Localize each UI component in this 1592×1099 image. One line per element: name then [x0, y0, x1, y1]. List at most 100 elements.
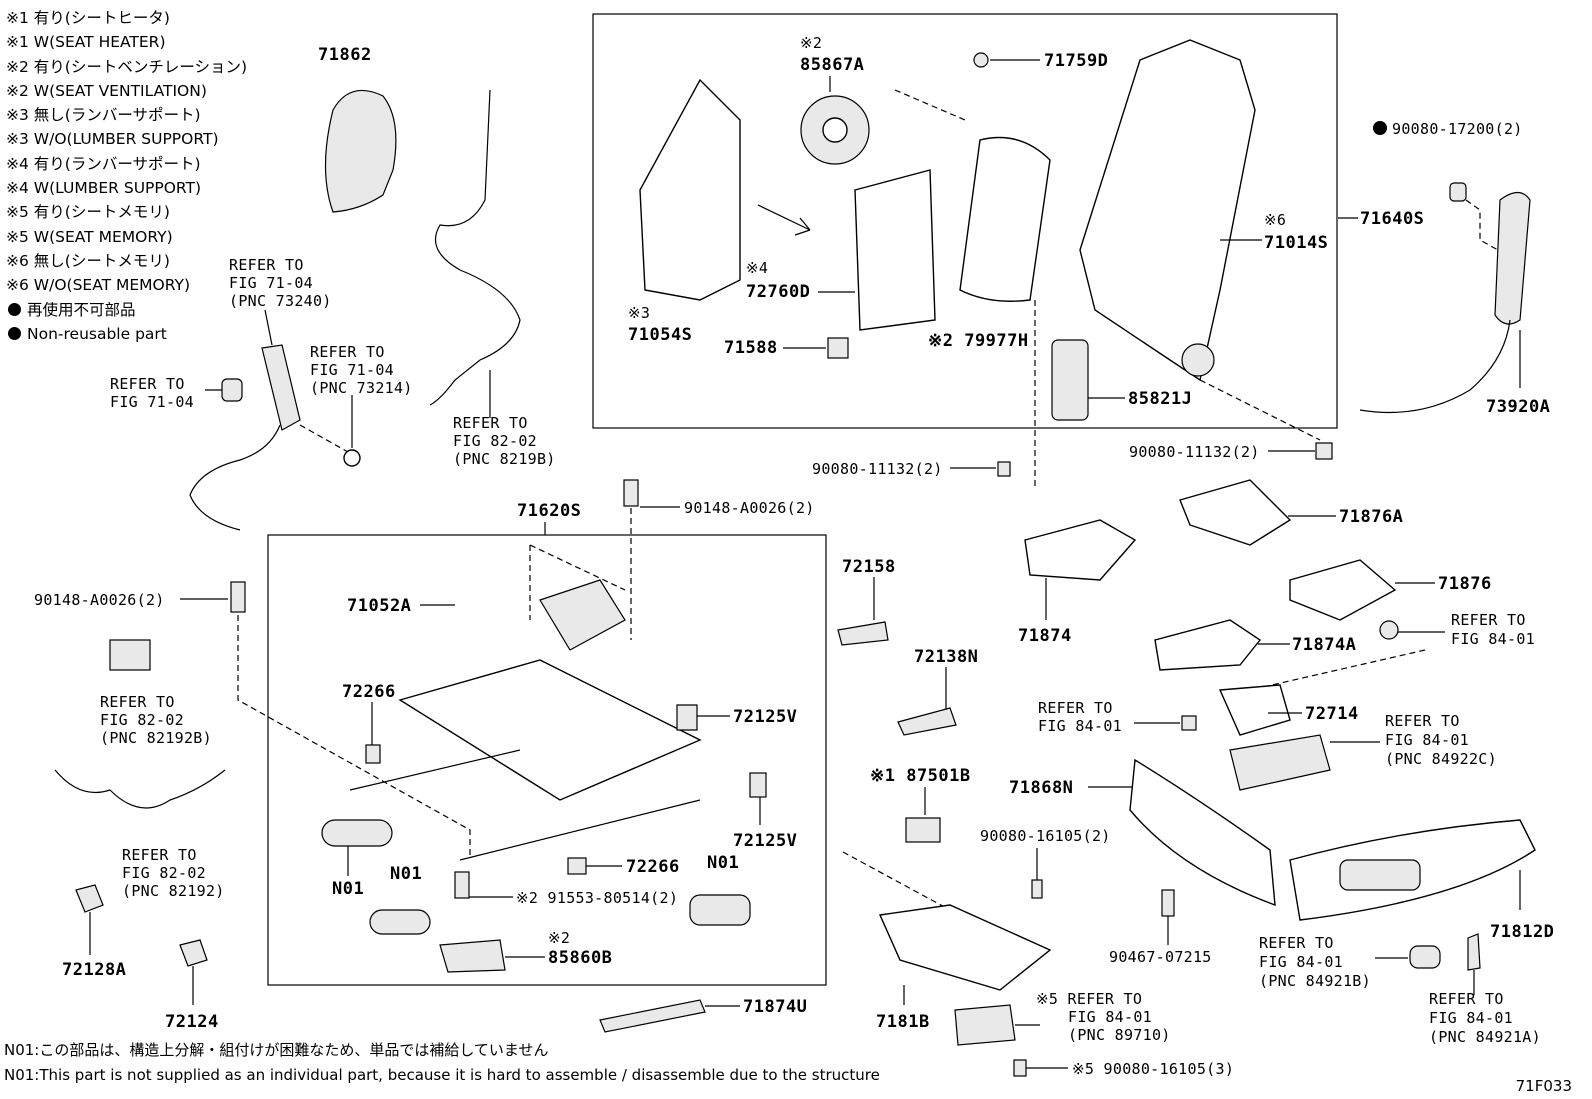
- svg-text:(PNC 84921A): (PNC 84921A): [1429, 1028, 1541, 1046]
- svg-text:REFER TO: REFER TO: [1038, 699, 1113, 717]
- svg-text:FIG 82-02: FIG 82-02: [100, 711, 184, 729]
- washer-part: [343, 449, 361, 467]
- part-label-71862: 71862: [318, 45, 372, 65]
- clip-90467: [1161, 889, 1175, 917]
- part-label-90148-a: 90148-A0026(2): [34, 591, 165, 609]
- recliner-motor-85821J: [1051, 339, 1089, 421]
- notes: N01:この部品は、構造上分解・組付けが困難なため、単品では補給していません N…: [4, 1038, 880, 1088]
- seatback-group-frame: [592, 13, 1338, 429]
- svg-text:REFER TO: REFER TO: [122, 846, 197, 864]
- bolt-part: [623, 479, 639, 507]
- part-label-72714: 72714: [1305, 704, 1359, 724]
- svg-text:(PNC 73240): (PNC 73240): [229, 292, 332, 310]
- svg-text:※5 REFER TO: ※5 REFER TO: [1036, 990, 1142, 1008]
- pad-79977H: [959, 136, 1051, 302]
- non-reusable-text-en: Non-reusable part: [27, 324, 167, 343]
- svg-text:(PNC 84921B): (PNC 84921B): [1259, 972, 1371, 990]
- legend-item: ※1 W(SEAT HEATER): [6, 33, 166, 52]
- part-label-72124: 72124: [165, 1012, 219, 1032]
- part-label-71876: 71876: [1438, 574, 1492, 594]
- note-n01-jp: N01:この部品は、構造上分解・組付けが困難なため、単品では補給していません: [4, 1041, 549, 1059]
- svg-text:REFER TO: REFER TO: [1429, 990, 1504, 1008]
- ref-84-01-b: REFER TO FIG 84-01: [1038, 699, 1122, 735]
- ref-84-01-84922C: REFER TO FIG 84-01 (PNC 84922C): [1385, 712, 1497, 768]
- part-label-85860B: 85860B: [548, 948, 612, 968]
- motor-n01-a: [321, 819, 393, 847]
- part-label-87501B: ※1 87501B: [870, 766, 971, 786]
- legend-item: ※5 W(SEAT MEMORY): [6, 227, 173, 246]
- ref-82-02-82192B: REFER TO FIG 82-02 (PNC 82192B): [100, 693, 212, 747]
- cover-72158: [837, 621, 889, 646]
- part-label-71868N: 71868N: [1009, 778, 1073, 798]
- bolt-part: [997, 461, 1011, 477]
- note-n01-en: N01:This part is not supplied as an indi…: [4, 1066, 880, 1084]
- part-label-90080-16105-2: 90080-16105(2): [980, 827, 1111, 845]
- part-label-72125V-a: 72125V: [733, 707, 797, 727]
- ref-84-01-84921B: REFER TO FIG 84-01 (PNC 84921B): [1259, 934, 1371, 990]
- memory-ecu: [954, 1004, 1016, 1046]
- part-label-72158: 72158: [842, 557, 896, 577]
- seat-heater-switch: [905, 817, 941, 843]
- part-label-90080-11132-b: 90080-11132(2): [1129, 443, 1260, 461]
- bolt-part: [1013, 1059, 1027, 1077]
- cover-71874A: [1154, 619, 1262, 671]
- ref-84-01-a: REFER TO FIG 84-01: [1451, 611, 1535, 648]
- floor-harness: [54, 769, 226, 809]
- part-label-71812D: 71812D: [1490, 922, 1554, 942]
- svg-text:REFER TO: REFER TO: [1385, 712, 1460, 730]
- svg-text:FIG 71-04: FIG 71-04: [229, 274, 313, 292]
- svg-text:REFER TO: REFER TO: [1451, 611, 1526, 629]
- svg-text:REFER TO: REFER TO: [310, 343, 385, 361]
- ref-71-04: REFER TO FIG 71-04: [110, 375, 194, 411]
- part-label-91553: ※2 91553-80514(2): [516, 889, 678, 907]
- svg-text:FIG 84-01: FIG 84-01: [1259, 953, 1343, 971]
- ref-71-04-73240: REFER TO FIG 71-04 (PNC 73240): [229, 256, 332, 310]
- bolt-part: [1315, 442, 1333, 460]
- legend-item: ※4 W(LUMBER SUPPORT): [6, 179, 202, 198]
- svg-text:FIG 84-01: FIG 84-01: [1451, 630, 1535, 648]
- svg-text:REFER TO: REFER TO: [110, 375, 185, 393]
- nut-part: [221, 378, 243, 402]
- bolt-part: [1181, 715, 1197, 731]
- part-label-7181B: 7181B: [876, 1012, 930, 1032]
- part-label-71874: 71874: [1018, 626, 1072, 646]
- bolt-part: [230, 581, 246, 613]
- svg-text:FIG 82-02: FIG 82-02: [453, 432, 537, 450]
- note-71054S: ※3: [628, 304, 650, 322]
- motor-n01-c: [689, 894, 751, 926]
- part-label-72266-a: 72266: [342, 682, 396, 702]
- part-label-72128A: 72128A: [62, 960, 126, 980]
- figure-code: 71F033: [1515, 1077, 1572, 1095]
- svg-text:FIG 84-01: FIG 84-01: [1068, 1008, 1152, 1026]
- fan-85860B: [439, 939, 506, 973]
- ref-84-01-84921A: REFER TO FIG 84-01 (PNC 84921A): [1429, 990, 1541, 1046]
- note-85860B: ※2: [548, 929, 570, 947]
- clip-72124: [179, 939, 208, 967]
- svg-text:(PNC 82192): (PNC 82192): [122, 882, 225, 900]
- seatback-frame-71014S: [1079, 39, 1256, 382]
- note-71014S: ※6: [1264, 211, 1286, 229]
- connector-part: [109, 639, 151, 671]
- svg-text:FIG 84-01: FIG 84-01: [1385, 731, 1469, 749]
- part-label-90148-b: 90148-A0026(2): [684, 499, 815, 517]
- cover-71876A: [1179, 479, 1292, 546]
- part-label-71014S: 71014S: [1264, 233, 1328, 253]
- bracket-72714: [1218, 684, 1291, 736]
- part-label-N01-c: N01: [707, 853, 739, 873]
- cushion-group-frame: [267, 534, 827, 986]
- svg-text:(PNC 84922C): (PNC 84922C): [1385, 750, 1497, 768]
- part-label-72138N: 72138N: [914, 647, 978, 667]
- cover-71874U: [599, 999, 706, 1033]
- part-label-85867A: 85867A: [800, 55, 864, 75]
- side-shield-inner-71868N: [1129, 758, 1276, 907]
- svg-text:FIG 84-01: FIG 84-01: [1429, 1009, 1513, 1027]
- airbag-73920A: [1494, 191, 1531, 325]
- switch-knob-84921A: [1467, 933, 1481, 971]
- part-label-72125V-b: 72125V: [733, 831, 797, 851]
- seat-switch-panel: [1339, 859, 1421, 891]
- part-label-90080-17200: 90080-17200(2): [1392, 120, 1523, 138]
- clip-72128A: [75, 884, 104, 913]
- clip-part: [1379, 620, 1399, 640]
- note-85867A: ※2: [800, 34, 822, 52]
